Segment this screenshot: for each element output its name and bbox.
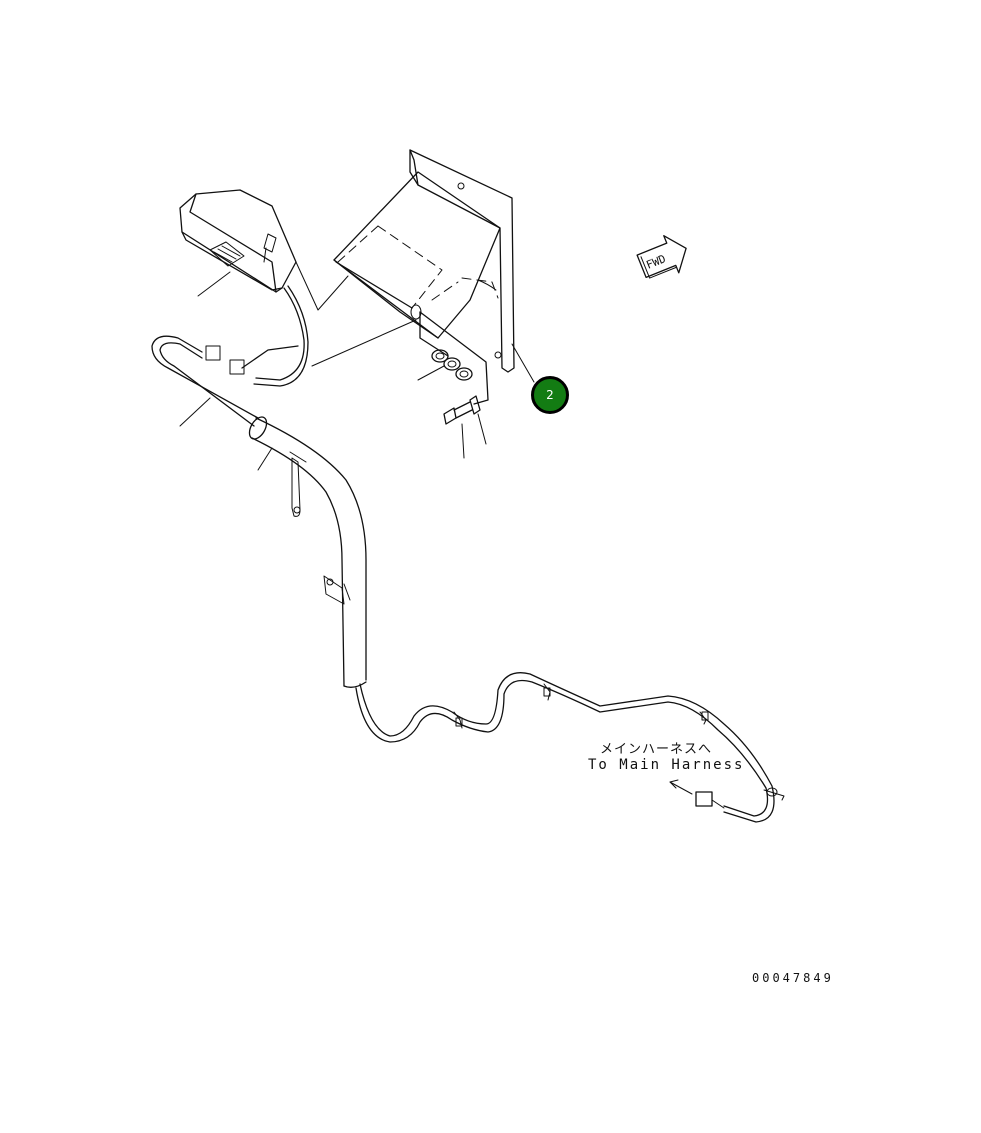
drawing-number: 00047849 — [752, 971, 834, 985]
leader-lines — [179, 271, 535, 471]
fwd-arrow-icon: FWD — [636, 235, 687, 279]
harness-cable — [355, 672, 785, 823]
harness-label-english: To Main Harness — [588, 757, 745, 773]
lamp-housing — [179, 189, 349, 311]
callout-badge-2[interactable]: 2 — [531, 376, 569, 414]
mounting-bracket — [333, 149, 515, 405]
harness-pipe — [151, 335, 367, 688]
fwd-label: FWD — [644, 252, 667, 271]
lamp-lead-wire — [205, 285, 417, 387]
hardware-fasteners — [431, 349, 481, 425]
harness-label-japanese: メインハーネスへ — [600, 742, 713, 757]
